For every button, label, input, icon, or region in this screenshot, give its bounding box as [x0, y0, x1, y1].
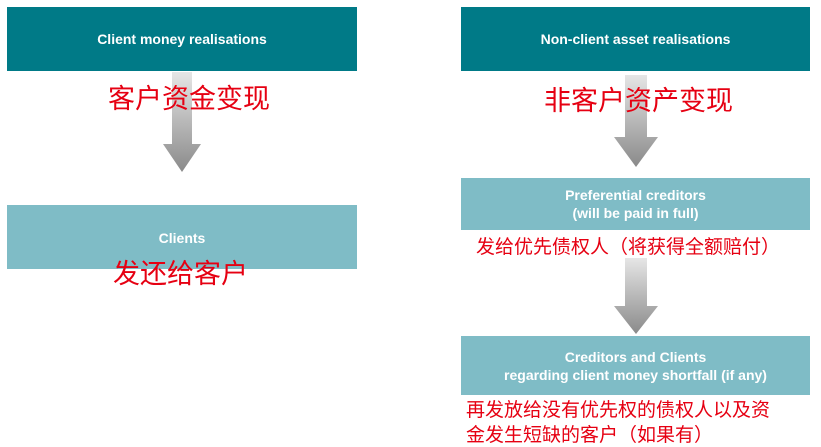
non-client-asset-realisations-cn: 非客户资产变现: [544, 86, 733, 117]
client-money-realisations-label: Client money realisations: [97, 31, 267, 47]
client-money-realisations-box: Client money realisations: [7, 7, 357, 71]
down-arrow-icon: [163, 72, 201, 172]
preferential-creditors-box: Preferential creditors (will be paid in …: [461, 178, 810, 230]
down-arrow-icon: [614, 258, 658, 334]
clients-box: Clients: [7, 205, 357, 269]
non-client-asset-realisations-box: Non-client asset realisations: [461, 7, 810, 71]
creditors-and-clients-label: Creditors and Clients: [564, 348, 707, 365]
client-money-shortfall-label: regarding client money shortfall (if any…: [504, 366, 767, 383]
non-client-asset-realisations-label: Non-client asset realisations: [540, 31, 731, 47]
creditors-and-clients-box: Creditors and Clients regarding client m…: [461, 336, 810, 395]
preferential-creditors-cn: 发给优先债权人（将获得全额赔付）: [476, 236, 781, 258]
creditors-and-clients-cn-line1: 再发放给没有优先权的债权人以及资: [466, 399, 771, 421]
clients-label: Clients: [158, 230, 206, 246]
down-arrow-icon: [614, 75, 658, 167]
preferential-creditors-label: Preferential creditors: [565, 187, 706, 203]
creditors-and-clients-cn-line2: 金发生短缺的客户（如果有）: [466, 424, 714, 446]
preferential-creditors-note: (will be paid in full): [572, 205, 699, 221]
clients-cn: 发还给客户: [113, 259, 248, 290]
client-money-realisations-cn: 客户资金变现: [108, 84, 270, 115]
